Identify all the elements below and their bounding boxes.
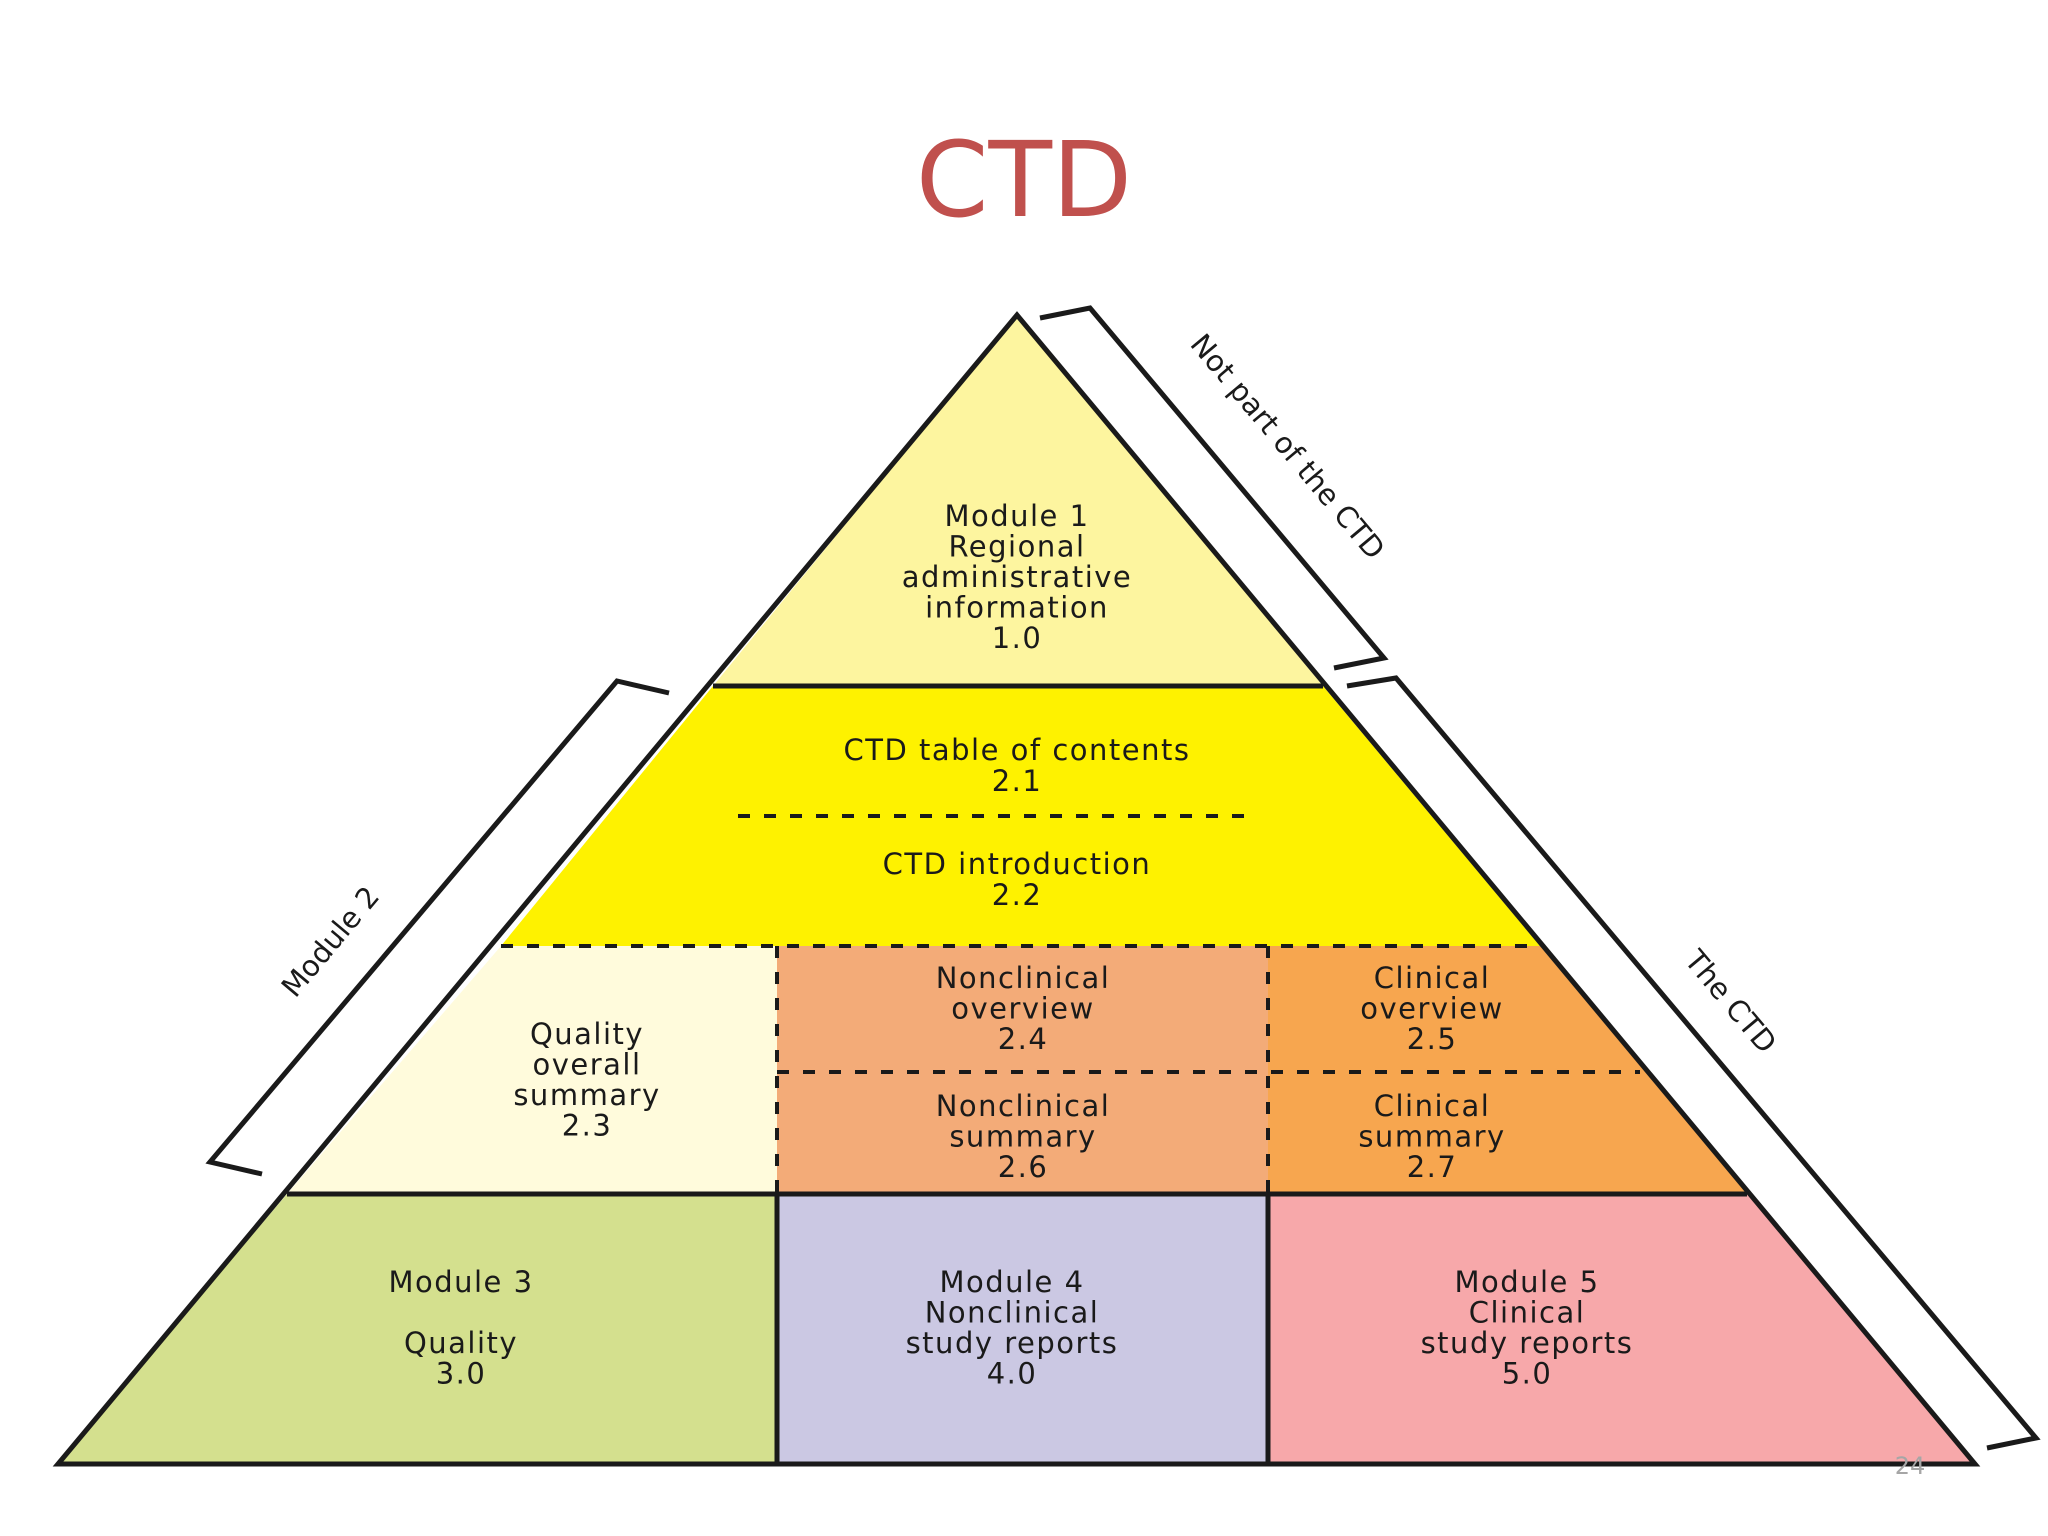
- quality-summary-region: [287, 946, 777, 1194]
- clinical-overview-line: 2.5: [1407, 1022, 1458, 1056]
- module2-toc-intro-region: [501, 686, 1540, 946]
- nonclinical-summary-line: Nonclinical: [936, 1089, 1111, 1123]
- module2-label: Module 2: [275, 880, 387, 1004]
- module1-line: 1.0: [992, 621, 1043, 655]
- dashed-dividers: [501, 814, 1640, 1194]
- module3-region: [58, 1194, 777, 1464]
- module1-region: [713, 315, 1323, 686]
- page-title: CTD: [915, 119, 1133, 241]
- brackets: [205, 305, 2041, 1451]
- nonclinical-summary-line: 2.6: [998, 1150, 1049, 1184]
- module4-line: Module 4: [939, 1265, 1084, 1299]
- toc-line: 2.1: [992, 764, 1043, 798]
- module5-line: study reports: [1421, 1326, 1634, 1360]
- module4-line: study reports: [906, 1326, 1119, 1360]
- module4-line: 4.0: [987, 1357, 1038, 1391]
- module3-line: 3.0: [436, 1357, 487, 1391]
- nonclinical-overview-line: Nonclinical: [936, 961, 1111, 995]
- quality-summary-line: overall: [532, 1048, 641, 1082]
- bracket-the-ctd: [1346, 675, 2041, 1451]
- quality-summary-line: 2.3: [562, 1109, 613, 1143]
- module5-region: [1268, 1194, 1975, 1464]
- clinical-overview-line: overview: [1360, 992, 1503, 1026]
- nonclinical-overview-line: 2.4: [998, 1022, 1049, 1056]
- module4-line: Nonclinical: [925, 1296, 1100, 1330]
- bracket-not-part: [1039, 305, 1389, 671]
- nonclinical-summary-line: summary: [949, 1120, 1096, 1154]
- module5-line: 5.0: [1502, 1357, 1553, 1391]
- clinical-overview-line: Clinical: [1374, 961, 1491, 995]
- bracket-module2: [205, 678, 670, 1177]
- quality-summary-line: Quality: [530, 1017, 644, 1051]
- clinical-summary-line: Clinical: [1374, 1089, 1491, 1123]
- module5-line: Clinical: [1469, 1296, 1586, 1330]
- module1-line: Module 1: [944, 499, 1089, 533]
- module5-line: Module 5: [1454, 1265, 1599, 1299]
- the-ctd-label: The CTD: [1677, 943, 1783, 1060]
- module4-region: [777, 1194, 1268, 1464]
- quality-summary-line: summary: [513, 1078, 660, 1112]
- module1-line: administrative: [902, 560, 1133, 594]
- page-number: 24: [1894, 1452, 1926, 1480]
- module1-line: Regional: [948, 530, 1085, 564]
- clinical-summary-line: summary: [1358, 1120, 1505, 1154]
- not-part-of-ctd-label: Not part of the CTD: [1184, 327, 1392, 566]
- module3-line: Module 3: [388, 1265, 533, 1299]
- toc-line: CTD table of contents: [844, 733, 1191, 767]
- nonclinical-overview-line: overview: [951, 992, 1094, 1026]
- intro-line: 2.2: [992, 878, 1043, 912]
- module1-line: information: [925, 591, 1109, 625]
- clinical-summary-line: 2.7: [1407, 1150, 1458, 1184]
- pyramid-outline: [52, 311, 1981, 1467]
- module3-line: Quality: [404, 1326, 518, 1360]
- intro-line: CTD introduction: [883, 847, 1152, 881]
